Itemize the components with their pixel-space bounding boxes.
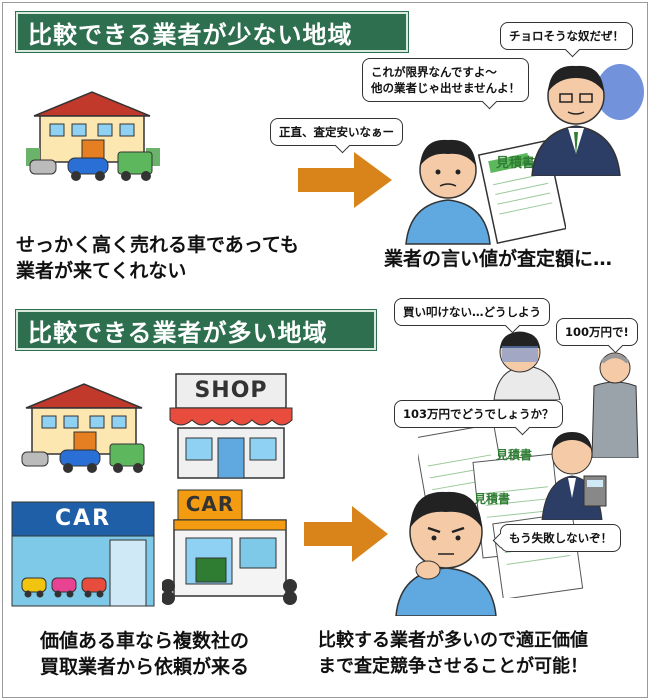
speech-bubble-dealer-offer2: 103万円でどうでしょうか？	[394, 400, 563, 428]
shop-sign: SHOP	[194, 378, 268, 403]
building-illustration-2	[14, 380, 154, 480]
section2-caption-left: 価値ある車なら複数社の 買取業者から依頼が来る	[40, 628, 249, 680]
bubble-text: 買い叩けない…どうしよう	[403, 305, 541, 319]
determined-customer-illustration	[392, 476, 502, 616]
bubble-text: チョロそうな奴だぜ！	[509, 29, 624, 43]
worried-dealer-illustration	[480, 326, 568, 400]
speech-bubble-customer-2: もう失敗しないぞ！	[500, 524, 622, 552]
caption-line2: まで査定競争させることが可能！	[318, 656, 588, 677]
car-dealer-blue-illustration: CAR	[10, 500, 156, 608]
bubble-text-line2: 他の業者じゃ出せませんよ！	[371, 81, 521, 95]
bubble-text: 正直、査定安いなぁー	[279, 125, 394, 139]
speech-bubble-customer-1: 正直、査定安いなぁー	[270, 118, 403, 146]
arrow-icon	[298, 150, 394, 210]
section1-caption-left: せっかく高く売れる車であっても 業者が来てくれない	[16, 232, 299, 284]
car-garage-orange-illustration: CAR	[162, 488, 298, 608]
section1-caption-right: 業者の言い値が査定額に…	[384, 248, 613, 270]
caption-line2: 業者が来てくれない	[16, 260, 187, 282]
bubble-text: 100万円で!	[565, 325, 629, 339]
calculator-dealer-illustration	[540, 424, 610, 520]
shop-illustration: SHOP	[168, 370, 294, 480]
arrow-icon	[304, 504, 390, 564]
estimate-doc-label-1: 見積書	[496, 156, 536, 171]
caption-line1: 価値ある車なら複数社の	[40, 630, 250, 652]
elderly-dealer-illustration	[590, 348, 640, 458]
speech-bubble-dealer-worried: 買い叩けない…どうしよう	[394, 298, 550, 326]
dealer-illustration	[528, 48, 646, 176]
section2-title-banner: 比較できる業者が多い地域	[16, 310, 376, 350]
speech-bubble-dealer-limit: これが限界なんですよ～ 他の業者じゃ出せませんよ！	[362, 58, 530, 102]
caption-line1: 比較する業者が多いので適正価値	[318, 630, 588, 651]
estimate-doc-label-2: 見積書	[496, 448, 533, 462]
bubble-text: 103万円でどうでしょうか？	[403, 407, 554, 421]
car-sign-orange: CAR	[185, 492, 235, 516]
car-sign-blue: CAR	[54, 506, 112, 531]
speech-bubble-dealer-cheat: チョロそうな奴だぜ！	[500, 22, 633, 50]
worried-customer-illustration	[396, 126, 566, 246]
speech-bubble-dealer-offer1: 100万円で!	[556, 318, 638, 346]
bubble-text-line1: これが限界なんですよ～	[371, 65, 497, 79]
section2-caption-right: 比較する業者が多いので適正価値 まで査定競争させることが可能！	[318, 628, 588, 680]
building-illustration-1	[22, 88, 162, 188]
section1-title: 比較できる業者が少ない地域	[28, 20, 353, 49]
bubble-text: もう失敗しないぞ！	[509, 531, 613, 545]
section1-title-banner: 比較できる業者が少ない地域	[16, 12, 408, 52]
caption-line1: せっかく高く売れる車であっても	[16, 234, 299, 256]
estimate-doc-label-3: 見積書	[474, 492, 511, 506]
caption-line2: 買取業者から依頼が来る	[40, 656, 250, 678]
section2-title: 比較できる業者が多い地域	[28, 318, 328, 347]
